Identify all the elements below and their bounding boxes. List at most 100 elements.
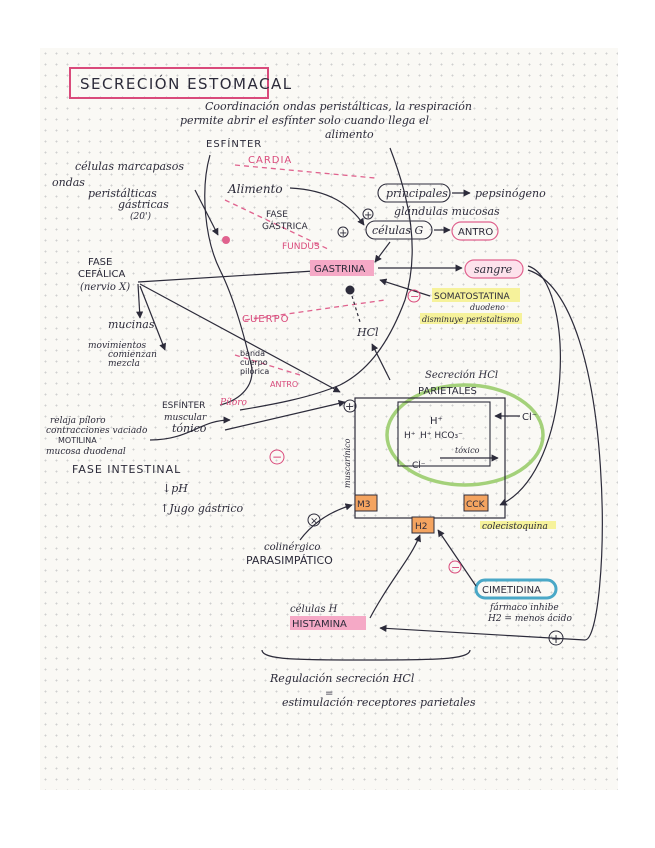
plus-sign-4: +: [551, 632, 561, 646]
parietal-cell-green: [385, 383, 545, 487]
parietales-title: PARIETALES: [418, 386, 477, 397]
fase-gastrica-label-2: GÁSTRICA: [262, 220, 309, 232]
arrow-cefalica-mucinas: [136, 283, 144, 319]
plus-sign-circle-2: [337, 226, 349, 238]
regulacion-2: =: [325, 688, 333, 699]
piloro-label: Píloro: [219, 397, 248, 408]
glandulas-label: glándulas mucosas: [394, 205, 500, 218]
arrow-g-to-gastrina: [374, 241, 391, 263]
arrow-somatostatina: [379, 278, 431, 297]
minus-sign-circle-1: [407, 289, 421, 303]
arrow-ondas-stomach: [194, 189, 219, 236]
fundus-dot: [222, 236, 230, 244]
somatostatina-sub-2: disminuye peristaltismo: [422, 315, 519, 324]
celulas-h-label: células H: [290, 604, 338, 615]
arrow-cimetidina-h2: [437, 529, 477, 587]
somatostatina-highlight: [432, 288, 520, 302]
ondas-2: peristálticas: [88, 187, 157, 200]
principales-box: [377, 183, 451, 203]
cardia-label: CARDIA: [248, 155, 292, 166]
sangre-box: [464, 259, 524, 279]
ondas-3: gástricas: [118, 198, 169, 211]
ph-label: ↓pH: [162, 482, 188, 495]
h2-receptor: [411, 516, 435, 534]
relaja-2: contracciones vaciado: [46, 426, 148, 436]
cl-right-label: Cl⁻: [522, 412, 537, 423]
note-line-3: alimento: [325, 128, 374, 141]
fase-cefalica-2: CEFÁLICA: [78, 267, 125, 280]
regulacion-brace: [261, 649, 471, 661]
esfinter-label: ESFÍNTER: [206, 137, 262, 150]
movimientos-1: movimientos: [88, 341, 146, 351]
sangre-label: sangre: [474, 263, 513, 276]
minus-sign-1: −: [410, 290, 419, 303]
note-line-1: Coordinación ondas peristálticas, la res…: [205, 100, 472, 113]
fundus-boundary: [224, 199, 331, 251]
plus-sign-circle-3: [343, 399, 357, 413]
muscarinico-label: muscarínico: [343, 438, 352, 488]
marcapasos-label: células marcapasos: [75, 160, 184, 173]
banda-label-2: cuerpo: [240, 358, 268, 367]
fase-intestinal-label: FASE INTESTINAL: [72, 463, 181, 476]
m3-label: M3: [357, 500, 371, 510]
h2-label: H2: [415, 522, 428, 532]
arrow-esfinter: [149, 416, 231, 441]
plus-sign-1: +: [364, 210, 372, 221]
ondas-4: (20'): [130, 211, 151, 222]
cl-bottom-label: Cl⁻: [412, 461, 426, 471]
gastrina-label: GASTRINA: [314, 264, 365, 275]
motilina-label: MOTILINA: [58, 436, 97, 445]
antro-boundary: [234, 354, 301, 376]
cimetidina-label: CIMETIDINA: [482, 585, 541, 596]
fase-gastrica-label-1: FASE: [266, 210, 288, 220]
mucinas-label: mucinas: [108, 318, 155, 331]
esfinter-pilorico-1: ESFÍNTER: [162, 399, 205, 411]
histamina-label: HISTAMINA: [292, 619, 347, 630]
somatostatina-sub-1: duodeno: [470, 303, 505, 312]
minus-sign-3: −: [451, 561, 460, 574]
cimetidina-sub-2: H2 = menos ácido: [487, 613, 572, 624]
antro-box: [451, 221, 499, 241]
plus-sign-2: +: [339, 228, 347, 239]
m3-receptor: [354, 494, 378, 512]
arrow-cefalica-parietal: [139, 283, 341, 393]
cimetidina-sub-1: fármaco inhibe: [489, 602, 559, 613]
arrow-fase-intestinal: [224, 399, 346, 431]
fundus-label: FUNDUS: [282, 242, 320, 252]
arrow-alimento-g: [289, 187, 365, 226]
hcl-label: HCl: [356, 326, 379, 339]
arrow-sangre-cck: [499, 265, 561, 506]
somatostatina-label: SOMATOSTATINA: [434, 292, 510, 302]
jugo-label: ↑Jugo gástrico: [160, 502, 243, 515]
celulas-g-label: células G: [372, 224, 423, 237]
arrow-cefalica-movimientos: [139, 285, 166, 351]
antro-label: ANTRO: [270, 380, 298, 389]
regulacion-3: estimulación receptores parietales: [282, 696, 476, 709]
arrow-histamina-h2: [369, 534, 421, 619]
cardia-boundary: [234, 164, 376, 179]
toxico-label: tóxico: [455, 446, 480, 455]
cimetidina-box: [474, 578, 558, 600]
title-box: [69, 67, 269, 99]
title: SECRECIÓN ESTOMACAL: [80, 74, 293, 93]
pepsinogeno-label: pepsinógeno: [475, 187, 546, 200]
esfinter-pilorico-3: tónico: [172, 422, 207, 435]
loop-sangre-histamina: [379, 269, 603, 641]
gastrina-highlight: [310, 260, 374, 276]
ondas-1: ondas: [52, 176, 85, 189]
relaja-4: mucosa duodenal: [46, 447, 126, 457]
note-line-2: permite abrir el esfínter solo cuando ll…: [180, 114, 429, 127]
plus-sign-3: +: [345, 400, 354, 413]
plus-sign-circle-1: [362, 208, 374, 220]
inhibition-dot: [345, 285, 355, 295]
parietal-inner-box: [397, 401, 491, 467]
arrow-parasimpatico-m3: [299, 503, 353, 541]
parasimpatico-label: PARASIMPÁTICO: [246, 554, 333, 567]
h-hco3-label: H⁺ HCO₃⁻: [420, 431, 463, 441]
banda-label-3: pilórica: [240, 366, 269, 376]
cck-receptor: [463, 494, 489, 512]
arrow-parietal-hcl: [371, 343, 391, 381]
arrow-cefalica-fundus: [137, 266, 331, 283]
minus-sign-2: −: [272, 450, 282, 464]
